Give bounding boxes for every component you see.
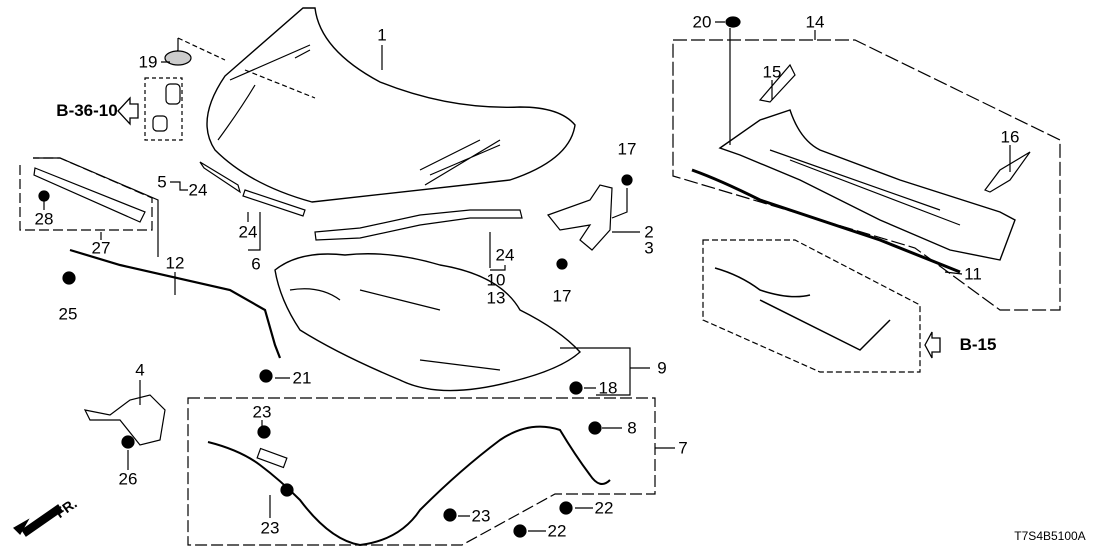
callout-6[interactable]: 6 bbox=[251, 254, 261, 274]
callout-7[interactable]: 7 bbox=[678, 438, 688, 458]
callout-8[interactable]: 8 bbox=[627, 418, 637, 438]
callout-13[interactable]: 13 bbox=[486, 288, 506, 308]
callout-3[interactable]: 3 bbox=[644, 238, 654, 258]
callout-12[interactable]: 12 bbox=[165, 253, 185, 273]
callout-18[interactable]: 18 bbox=[598, 378, 618, 398]
callout-5[interactable]: 5 bbox=[157, 172, 167, 192]
hood-panel bbox=[206, 7, 576, 203]
callout-26[interactable]: 26 bbox=[118, 469, 138, 489]
callout-14[interactable]: 14 bbox=[805, 12, 825, 32]
callout-15[interactable]: 15 bbox=[762, 62, 782, 82]
callout-2[interactable]: 2 bbox=[644, 222, 654, 242]
callout-4[interactable]: 4 bbox=[135, 360, 145, 380]
callout-22[interactable]: 22 bbox=[594, 498, 614, 518]
callout-17[interactable]: 17 bbox=[617, 139, 637, 159]
callout-16[interactable]: 16 bbox=[1000, 127, 1020, 147]
callout-11[interactable]: 11 bbox=[964, 264, 982, 284]
callout-25[interactable]: 25 bbox=[58, 304, 78, 324]
callout-21[interactable]: 21 bbox=[292, 368, 312, 388]
callout-10[interactable]: 10 bbox=[486, 270, 506, 290]
hood-insulator bbox=[274, 253, 581, 392]
callout-22[interactable]: 22 bbox=[547, 521, 567, 541]
callout-17[interactable]: 17 bbox=[552, 286, 572, 306]
callout-19[interactable]: 19 bbox=[138, 52, 158, 72]
callout-24[interactable]: 24 bbox=[238, 222, 258, 242]
callout-9[interactable]: 9 bbox=[657, 358, 667, 378]
reference-link-b-36-10[interactable]: B-36-10 bbox=[56, 101, 118, 120]
callout-23[interactable]: 23 bbox=[260, 518, 280, 538]
callout-23[interactable]: 23 bbox=[252, 402, 272, 422]
callout-20[interactable]: 20 bbox=[692, 12, 712, 32]
diagram-code: T7S4B5100A bbox=[1014, 529, 1086, 543]
callout-24[interactable]: 24 bbox=[495, 245, 515, 265]
reference-link-b-15[interactable]: B-15 bbox=[959, 335, 997, 354]
callout-1-hood[interactable]: 1 bbox=[377, 25, 387, 45]
callout-23[interactable]: 23 bbox=[471, 506, 491, 526]
callout-27[interactable]: 27 bbox=[91, 238, 111, 258]
callout-28[interactable]: 28 bbox=[34, 209, 54, 229]
callout-24[interactable]: 24 bbox=[188, 180, 208, 200]
cowl-top bbox=[718, 109, 1016, 261]
